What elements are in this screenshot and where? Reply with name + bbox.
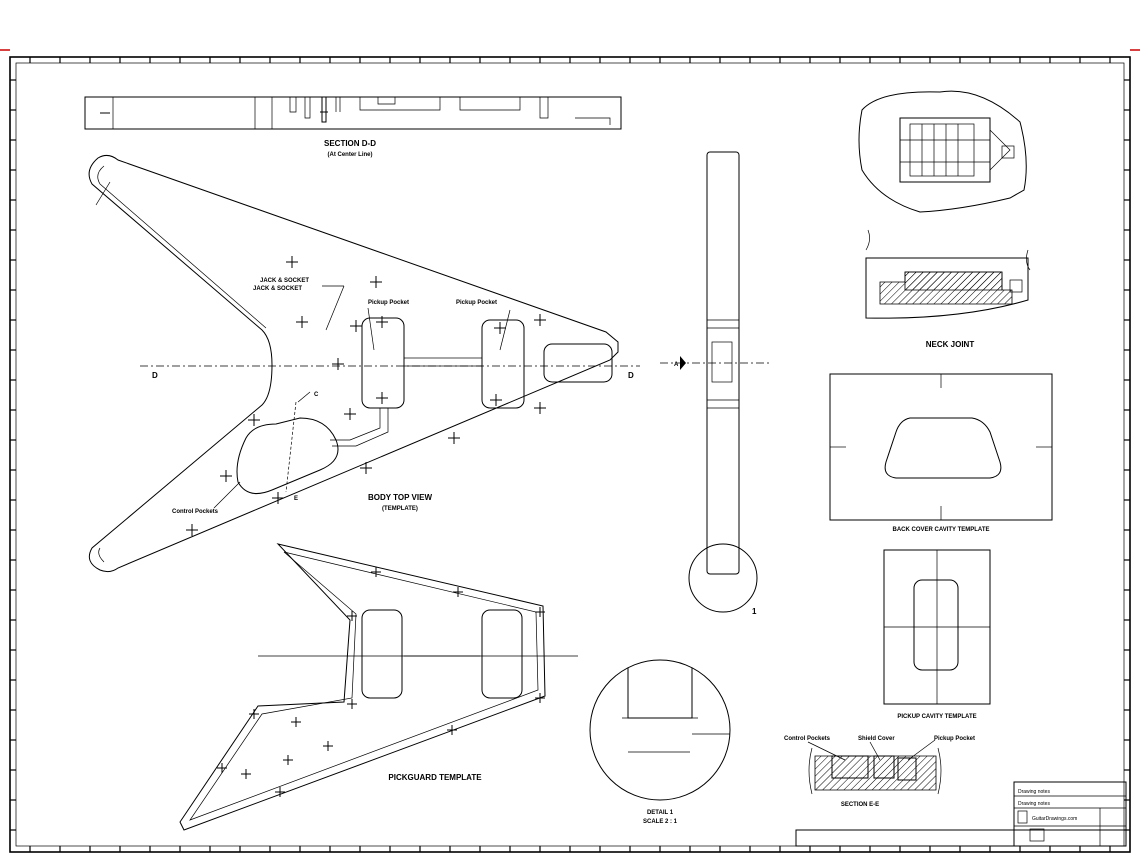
body-top-view: D D JACK & SOCKET JACK & SOCKET Pickup P… bbox=[88, 154, 640, 573]
section-d-subtitle: (At Center Line) bbox=[328, 152, 373, 158]
callout-a: A bbox=[674, 362, 679, 368]
title-block-line-2: Drawing notes bbox=[1018, 801, 1050, 807]
title-block-company: GuitarDrawings.com bbox=[1032, 816, 1077, 822]
screw-mark bbox=[296, 316, 308, 328]
body-top-view-subtitle: (TEMPLATE) bbox=[382, 506, 418, 512]
border-ticks bbox=[10, 57, 1130, 852]
screw-mark bbox=[220, 470, 232, 482]
title-block-line-1: Drawing notes bbox=[1018, 789, 1050, 795]
section-d-title: SECTION D-D bbox=[324, 139, 376, 148]
bridge-detail-view bbox=[858, 90, 1027, 213]
screw-mark bbox=[272, 492, 284, 504]
screw-mark bbox=[241, 769, 251, 779]
section-d-view: SECTION D-D (At Center Line) bbox=[84, 96, 622, 158]
back-cover-cavity-template: BACK COVER CAVITY TEMPLATE bbox=[829, 373, 1053, 533]
body-screw-marks bbox=[186, 256, 546, 536]
section-e-title: SECTION E-E bbox=[841, 802, 879, 808]
screw-mark bbox=[447, 725, 457, 735]
screw-mark bbox=[370, 276, 382, 288]
back-cover-cavity-title: BACK COVER CAVITY TEMPLATE bbox=[892, 527, 989, 533]
screw-mark bbox=[371, 567, 381, 577]
screw-mark bbox=[217, 763, 227, 773]
screw-mark bbox=[448, 432, 460, 444]
screw-mark bbox=[332, 358, 344, 370]
pickup-pocket-label-2: Pickup Pocket bbox=[456, 300, 497, 306]
callout-d-right: D bbox=[628, 371, 634, 380]
neck-joint-view: NECK JOINT bbox=[865, 229, 1031, 349]
shield-pocket-label: Pickup Pocket bbox=[934, 736, 975, 742]
screw-mark bbox=[534, 314, 546, 326]
screw-mark bbox=[535, 607, 545, 617]
callout-c: C bbox=[314, 392, 319, 398]
pickguard-title: PICKGUARD TEMPLATE bbox=[388, 773, 482, 782]
screw-mark bbox=[347, 699, 357, 709]
sheet-border bbox=[9, 56, 1131, 853]
title-block: Drawing notes Drawing notes GuitarDrawin… bbox=[795, 781, 1127, 847]
screw-mark bbox=[344, 408, 356, 420]
screw-mark bbox=[534, 402, 546, 414]
screw-mark bbox=[494, 322, 506, 334]
detail-1-view: DETAIL 1 SCALE 2 : 1 bbox=[589, 659, 731, 825]
screw-mark bbox=[323, 741, 333, 751]
screw-mark bbox=[376, 392, 388, 404]
screw-mark bbox=[283, 755, 293, 765]
screw-mark bbox=[291, 717, 301, 727]
callout-e: E bbox=[294, 496, 298, 502]
screw-mark bbox=[376, 316, 388, 328]
pickup-cavity-title: PICKUP CAVITY TEMPLATE bbox=[897, 714, 976, 720]
callout-1: 1 bbox=[752, 607, 757, 616]
body-top-view-title: BODY TOP VIEW bbox=[368, 493, 432, 502]
callout-d-left: D bbox=[152, 371, 158, 380]
jack-note-2: JACK & SOCKET bbox=[253, 286, 302, 292]
neck-side-view: A 1 bbox=[660, 151, 770, 616]
screw-mark bbox=[347, 611, 357, 621]
screw-mark bbox=[186, 524, 198, 536]
section-e-view: Control Pockets Shield Cover Pickup Pock… bbox=[784, 736, 975, 808]
screw-mark bbox=[350, 320, 362, 332]
screw-mark bbox=[453, 587, 463, 597]
screw-mark bbox=[275, 787, 285, 797]
screw-mark bbox=[248, 414, 260, 426]
screw-mark bbox=[535, 693, 545, 703]
neck-joint-title: NECK JOINT bbox=[926, 340, 975, 349]
pickguard-screw-marks bbox=[217, 567, 545, 797]
control-pockets-label: Control Pockets bbox=[784, 736, 831, 742]
pickup-pocket-label-1: Pickup Pocket bbox=[368, 300, 409, 306]
screw-mark bbox=[286, 256, 298, 268]
control-note: Control Pockets bbox=[172, 509, 219, 515]
screw-mark bbox=[490, 394, 502, 406]
pickup-cavity-template: PICKUP CAVITY TEMPLATE bbox=[883, 549, 991, 720]
detail-1-scale: SCALE 2 : 1 bbox=[643, 819, 678, 825]
shield-cover-label: Shield Cover bbox=[858, 736, 895, 742]
pickguard-template: PICKGUARD TEMPLATE bbox=[179, 543, 578, 831]
screw-mark bbox=[360, 462, 372, 474]
detail-1-title: DETAIL 1 bbox=[647, 810, 674, 816]
jack-note: JACK & SOCKET bbox=[260, 278, 309, 284]
screw-mark bbox=[249, 709, 259, 719]
